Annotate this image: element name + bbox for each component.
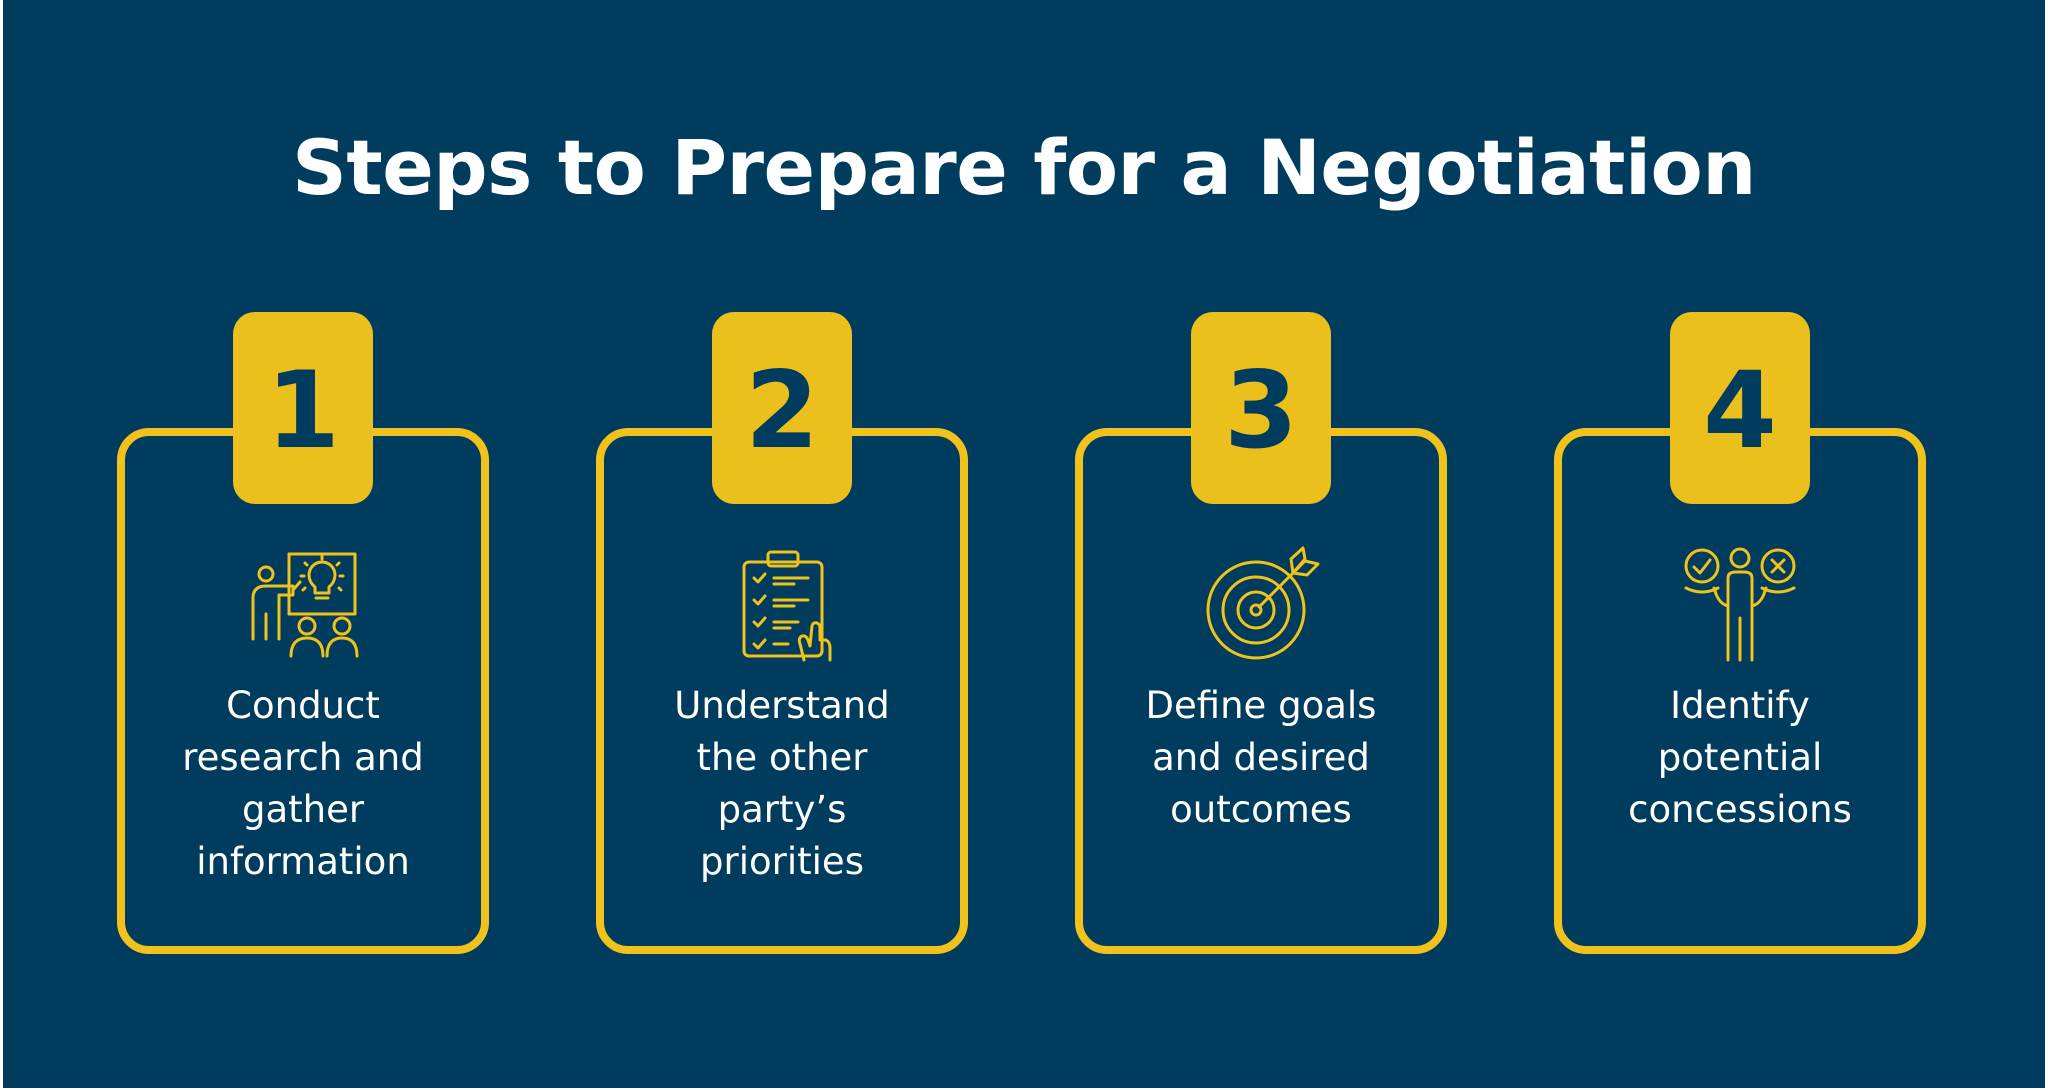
step-number: 2: [745, 349, 819, 472]
step-text-line: Conduct: [226, 684, 380, 727]
step-number-tab: 4: [1670, 312, 1810, 504]
step-number: 3: [1224, 349, 1298, 472]
step-text-line: Define goals: [1145, 684, 1377, 727]
step-description: Identify potential concessions: [1574, 680, 1906, 836]
target-icon: [1201, 544, 1321, 664]
step-text-line: information: [196, 840, 410, 883]
step-text-line: gather: [241, 788, 365, 831]
step-card-4: 4 Identify potential concessions: [1554, 312, 1926, 962]
step-card-3: 3 Define goals and desired outcomes: [1075, 312, 1447, 962]
step-text-line: Identify: [1670, 684, 1810, 727]
step-number: 1: [266, 349, 340, 472]
step-description: Define goals and desired outcomes: [1095, 680, 1427, 836]
step-text-line: Understand: [674, 684, 890, 727]
page-title: Steps to Prepare for a Negotiation: [292, 123, 1756, 212]
step-description: Conduct research and gather information: [137, 680, 469, 888]
step-number-tab: 2: [712, 312, 852, 504]
step-text-line: potential: [1657, 736, 1823, 779]
step-text-line: priorities: [700, 840, 864, 883]
infographic-panel: [3, 0, 2045, 1088]
step-text-line: research and: [182, 736, 424, 779]
presentation-icon: [243, 544, 363, 664]
step-text-line: outcomes: [1170, 788, 1352, 831]
step-number: 4: [1703, 349, 1777, 472]
step-description: Understand the other party’s priorities: [616, 680, 948, 888]
decision-person-icon: [1680, 544, 1800, 664]
step-card-1: 1: [117, 312, 489, 962]
step-text-line: party’s: [717, 788, 847, 831]
step-text-line: and desired: [1152, 736, 1370, 779]
step-number-tab: 1: [233, 312, 373, 504]
step-text-line: the other: [696, 736, 868, 779]
step-number-tab: 3: [1191, 312, 1331, 504]
clipboard-checklist-icon: [722, 544, 842, 664]
step-card-2: 2 Understand the other: [596, 312, 968, 962]
step-text-line: concessions: [1628, 788, 1852, 831]
